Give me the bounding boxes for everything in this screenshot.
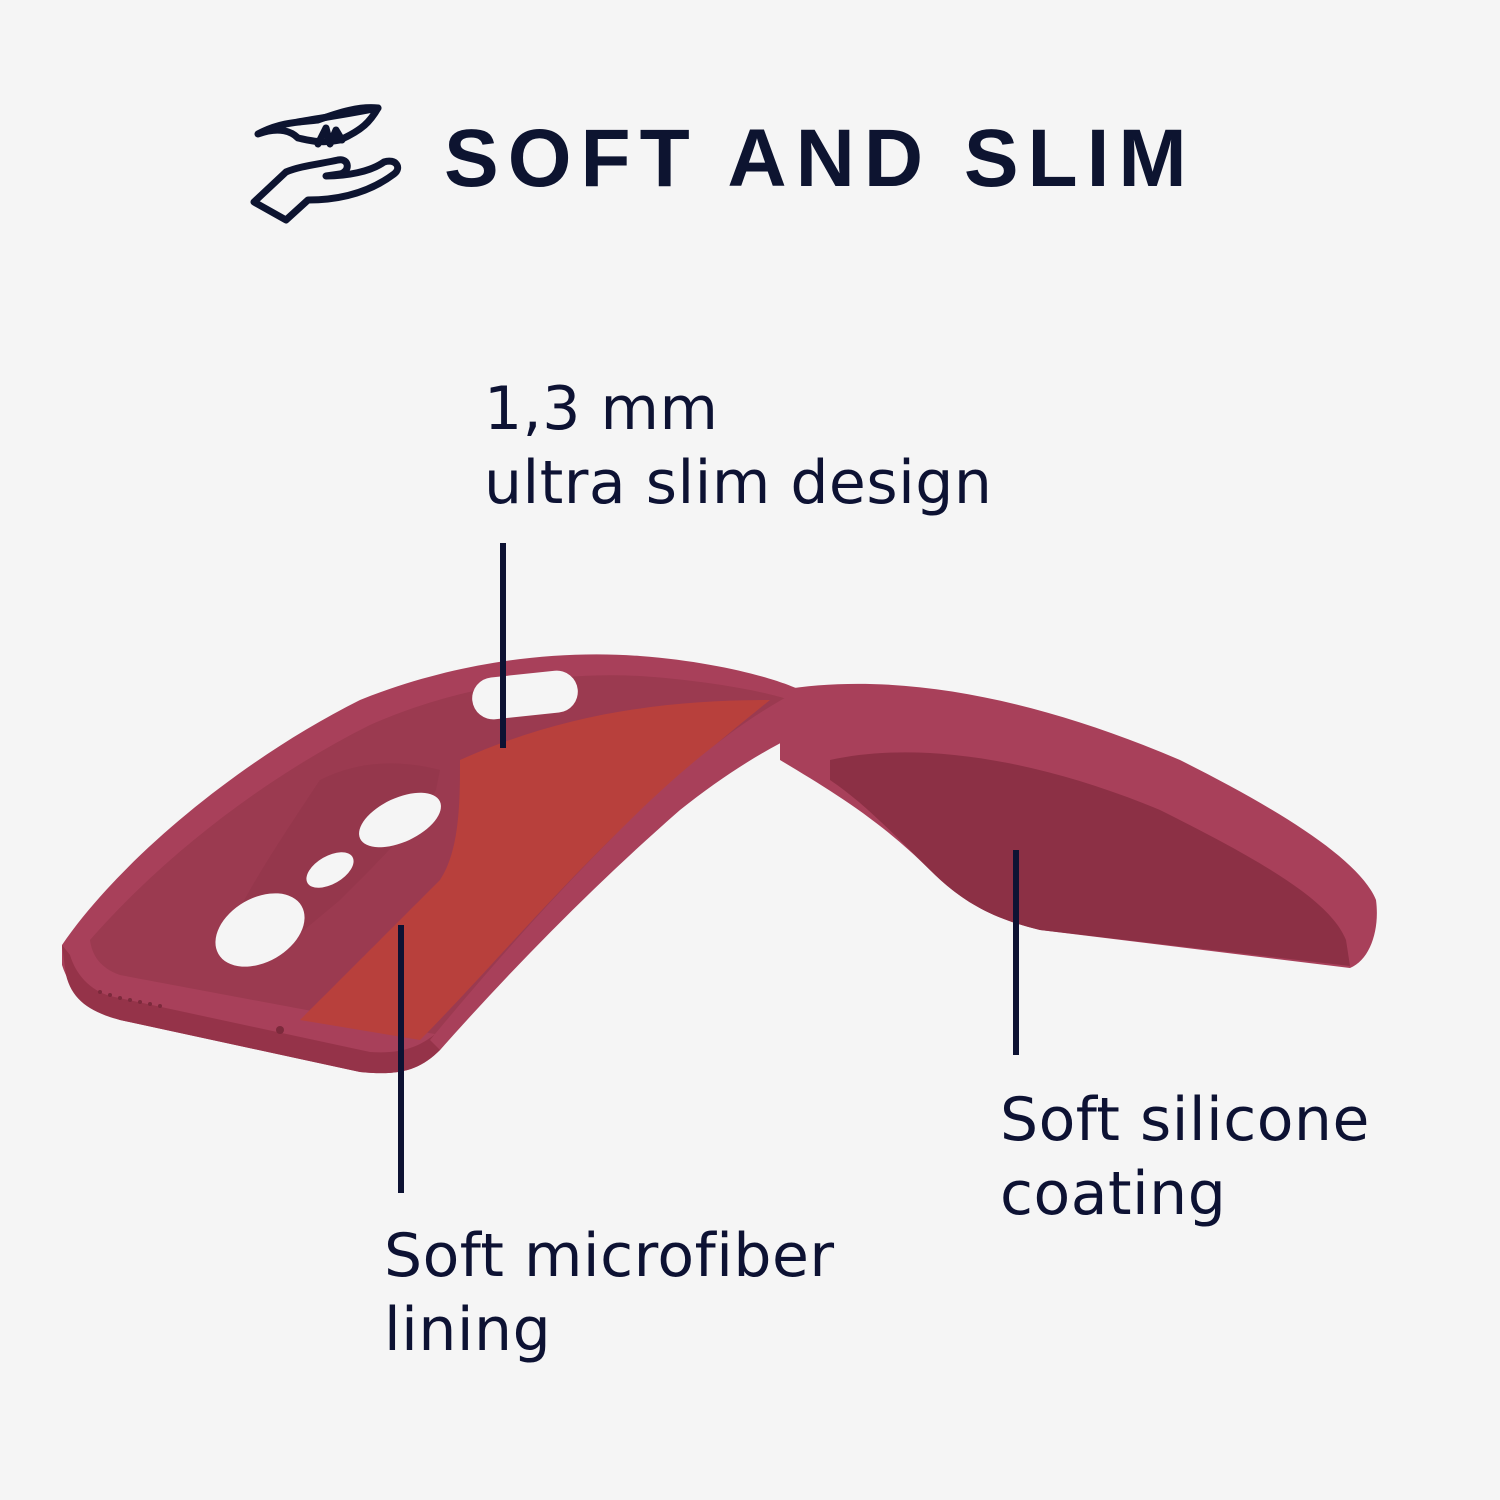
- camera-cutout-large: [215, 893, 305, 967]
- thickness-value: 1,3 mm: [484, 374, 719, 444]
- thickness-description: ultra slim design: [484, 448, 993, 518]
- microfiber-leader-line: [398, 925, 404, 1193]
- leaf-over-hand-icon: [250, 104, 402, 224]
- camera-cutout-medium: [359, 792, 441, 848]
- microfiber-callout: Soft microfiber lining: [384, 1219, 835, 1367]
- silicone-callout: Soft silicone coating: [1000, 1083, 1370, 1231]
- microfiber-line2: lining: [384, 1295, 552, 1365]
- thickness-leader-line: [500, 543, 506, 748]
- silicone-line1: Soft silicone: [1000, 1085, 1370, 1155]
- button-cutout: [472, 670, 578, 720]
- microfiber-lining: [300, 700, 770, 1040]
- microfiber-line1: Soft microfiber: [384, 1221, 835, 1291]
- camera-cutout-small: [306, 852, 354, 888]
- silicone-line2: coating: [1000, 1159, 1227, 1229]
- silicone-leader-line: [1013, 850, 1019, 1055]
- thickness-callout: 1,3 mm ultra slim design: [484, 372, 992, 520]
- page-title: SOFT AND SLIM: [444, 113, 1196, 204]
